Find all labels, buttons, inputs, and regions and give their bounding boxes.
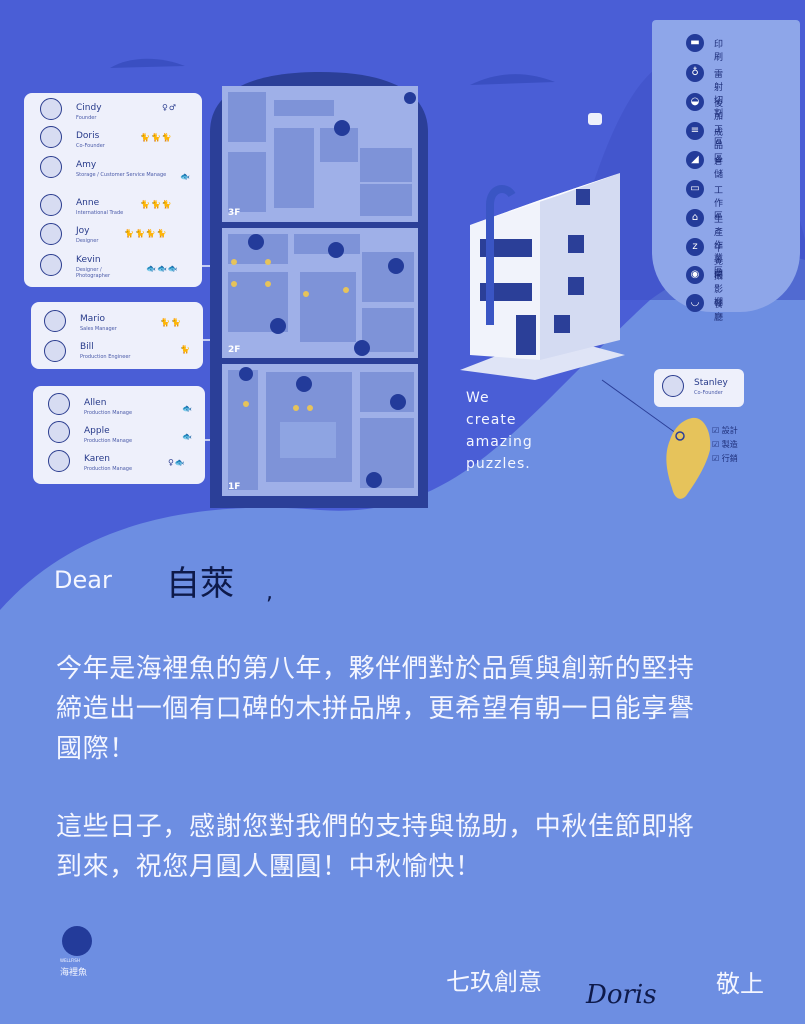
legend-label: 印刷	[714, 40, 724, 63]
stanley-task: ☑ 行銷	[712, 454, 738, 463]
avatar	[44, 310, 66, 332]
stanley-card: Stanley Co-Founder	[654, 369, 744, 407]
handwritten-signature: Doris	[586, 980, 657, 1010]
floorplan	[210, 72, 428, 508]
camera-icon: ◉	[686, 266, 704, 284]
staff-role: Production Manage	[84, 438, 133, 444]
dining-icon: ◡	[686, 294, 704, 312]
production-icon: ⌂	[686, 209, 704, 227]
legend-label: 攝影棚	[714, 272, 724, 308]
staff-badge: 🐈🐈🐈🐈	[124, 229, 168, 238]
finished-goods-icon: ≡	[686, 122, 704, 140]
tagline-line: amazing	[466, 434, 533, 450]
avatar	[44, 340, 66, 362]
letter-line: 今年是海裡魚的第八年，夥伴們對於品質與創新的堅持	[56, 654, 695, 684]
legend-label: 生產作業區	[714, 215, 724, 277]
letter-line: 到來，祝您月圓人團圓！中秋愉快！	[56, 852, 482, 882]
avatar	[48, 421, 70, 443]
legend-label: 成品區	[714, 128, 724, 164]
avatar	[40, 254, 62, 276]
avatar	[40, 126, 62, 148]
legend-label: 午覺間	[714, 244, 724, 280]
stanley-task: ☑ 設計	[712, 426, 738, 435]
staff-badge: ♀🐟	[168, 458, 186, 467]
staff-badge: 🐈🐈	[160, 318, 182, 327]
workspace-icon: ▭	[686, 180, 704, 198]
staff-name: Amy	[76, 160, 97, 170]
building-illustration	[460, 173, 625, 380]
legend-label: 餐廳	[714, 300, 724, 323]
staff-name: Mario	[80, 314, 105, 324]
letter-line: 這些日子，感謝您對我們的支持與協助，中秋佳節即將	[56, 812, 695, 842]
staff-name: Anne	[76, 198, 100, 208]
logo-small-text: WELLFISH	[60, 958, 80, 963]
staff-badge: 🐈	[180, 345, 191, 354]
staff-role: Production Engineer	[80, 354, 131, 360]
staff-role: Co-Founder	[694, 390, 723, 396]
staff-name: Cindy	[76, 103, 102, 113]
fish-logo-icon	[62, 926, 92, 956]
staff-role: Sales Manager	[80, 326, 117, 332]
floor-label-3f: 3F	[228, 208, 241, 218]
staff-role: Storage / Customer Service Manage	[76, 172, 167, 178]
staff-badge: 🐟	[182, 432, 193, 441]
letter-line: 締造出一個有口碑的木拼品牌，更希望有朝一日能享譽	[56, 694, 695, 724]
floor-label-2f: 2F	[228, 345, 241, 355]
staff-role: Founder	[76, 115, 97, 121]
staff-role: Co-Founder	[76, 143, 105, 149]
sender-name: 七玖創意	[446, 968, 542, 996]
avatar	[48, 393, 70, 415]
laser-cut-icon: ♁	[686, 64, 704, 82]
staff-name: Allen	[84, 398, 107, 408]
avatar	[40, 156, 62, 178]
legend-label: 工作區	[714, 186, 724, 222]
print-icon: ▬	[686, 34, 704, 52]
tagline-line: create	[466, 412, 517, 428]
staff-name: Stanley	[694, 378, 728, 388]
legend-label: 倉儲	[714, 157, 724, 180]
staff-badge: 🐟	[180, 172, 191, 181]
staff-role: Production Manage	[84, 410, 133, 416]
post-process-icon: ◒	[686, 93, 704, 111]
staff-role: International Trade	[76, 210, 124, 216]
avatar	[40, 194, 62, 216]
letter-line: 國際！	[56, 734, 136, 764]
staff-badge: ♀♂	[162, 103, 178, 112]
staff-badge: 🐟🐟🐟	[146, 264, 179, 273]
staff-role: Designer	[76, 238, 99, 244]
staff-badge: 🐈🐈🐈	[140, 200, 173, 209]
avatar	[48, 450, 70, 472]
floor-label-1f: 1F	[228, 482, 241, 492]
legend-label: 後加工區	[714, 99, 724, 148]
logo-name: 海裡魚	[60, 968, 88, 978]
staff-role: Designer / Photographer	[76, 267, 111, 279]
nap-icon: z	[686, 238, 704, 256]
legend-label: 雷射切割	[714, 70, 724, 119]
staff-role: Production Manage	[84, 466, 133, 472]
tagline-line: We	[466, 390, 490, 406]
staff-name: Bill	[80, 342, 94, 352]
tagline-line: puzzles.	[466, 456, 531, 472]
recipient-comma: ,	[266, 580, 273, 605]
staff-name: Karen	[84, 454, 111, 464]
camera-icon	[588, 113, 602, 125]
stanley-task: ☑ 製造	[712, 440, 738, 449]
avatar	[40, 98, 62, 120]
closing: 敬上	[716, 970, 764, 998]
salutation: Dear	[54, 566, 112, 594]
legend-panel: ▬ 印刷 ♁ 雷射切割 ◒ 後加工區 ≡ 成品區 ◢ 倉儲 ▭ 工作區 ⌂ 生產…	[652, 20, 800, 323]
recipient-handwritten: 自萊	[166, 564, 234, 604]
taiwan-map	[601, 379, 711, 499]
staff-badge: 🐈🐈🐈	[140, 133, 173, 142]
avatar	[662, 375, 684, 397]
warehouse-icon: ◢	[686, 151, 704, 169]
staff-badge: 🐟	[182, 404, 193, 413]
staff-name: Joy	[76, 226, 90, 236]
avatar	[40, 223, 62, 245]
staff-name: Doris	[76, 131, 100, 141]
staff-name: Apple	[84, 426, 110, 436]
staff-name: Kevin	[76, 255, 101, 265]
